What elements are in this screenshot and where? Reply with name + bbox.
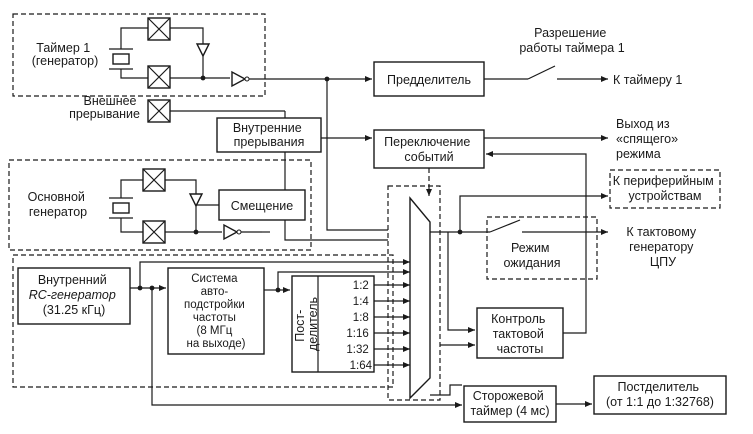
main-osc-group-outline [8,159,312,251]
postscaler-label: Постделитель (от 1:1 до 1:32768) [606,380,714,409]
sleep-exit-label-2: «спящего» [616,132,678,146]
timer1-xbox-top-icon [147,17,171,41]
timer1-enable-label: Разрешение работы таймера 1 [519,26,624,55]
main-xbox-bottom-icon [142,220,166,244]
watchdog-label: Сторожевой таймер (4 мс) [470,389,549,418]
bias-box [218,189,306,221]
ext-int-label: Внешнее прерывание [69,94,140,121]
timer1-group-outline [12,13,266,97]
prescaler-box [373,61,485,97]
clock-monitor-label: Контроль тактовой частоты [491,312,549,356]
event-switch-label: Переключение событий [384,135,474,164]
periph-outline [609,169,721,209]
div-ratio-list: 1:2 1:4 1:8 1:16 1:32 1:64 [346,280,372,372]
timer1-osc-label: Таймер 1 (генератор) [32,41,99,68]
mux-group-outline [387,185,441,401]
postscaler-box [593,375,727,415]
ext-int-xbox-icon [147,99,171,123]
main-out-buffer-icon [223,223,242,241]
bias-label: Смещение [231,199,294,213]
main-crystal-icon [109,197,133,219]
int-int-label: Внутренние прерывания [233,121,305,149]
main-osc-label: Основной генератор [28,190,89,219]
int-int-box [216,117,322,153]
main-buffer-icon [188,193,219,232]
idle-label: Режим ожидания [503,241,560,270]
to-periph-label: К периферийным устройствам [613,174,718,203]
idle-outline [486,216,598,280]
rc-osc-label: Внутренний RC-генератор (31.25 кГц) [29,273,120,317]
timer1-crystal-icon [109,48,133,70]
main-xbox-top-icon [142,168,166,192]
postdiv-label: Пост- делитель [293,297,320,351]
timer1-enable-switch [527,65,556,80]
to-cpu-label: К тактовому генератору ЦПУ [626,225,699,269]
timer1-xbox-bottom-icon [147,65,171,89]
clock-mux [409,196,431,400]
sleep-exit-label-1: Выход из [616,117,670,131]
postdiv-outputs [374,282,410,368]
rc-osc-box [17,267,131,325]
sleep-exit-label-3: режима [616,147,661,161]
autotune-label: Система авто- подстройки частоты (8 МГц … [184,273,248,350]
timer1-out-buffer-icon [231,70,250,88]
event-switch-box [373,129,485,169]
prescaler-label: Предделитель [387,73,471,87]
to-timer1-label: К таймеру 1 [613,73,682,87]
timer1-buffer-icon [195,43,211,78]
idle-switch [489,219,521,233]
watchdog-box [463,385,557,423]
postdiv-box [291,275,375,373]
autotune-box [167,267,265,355]
